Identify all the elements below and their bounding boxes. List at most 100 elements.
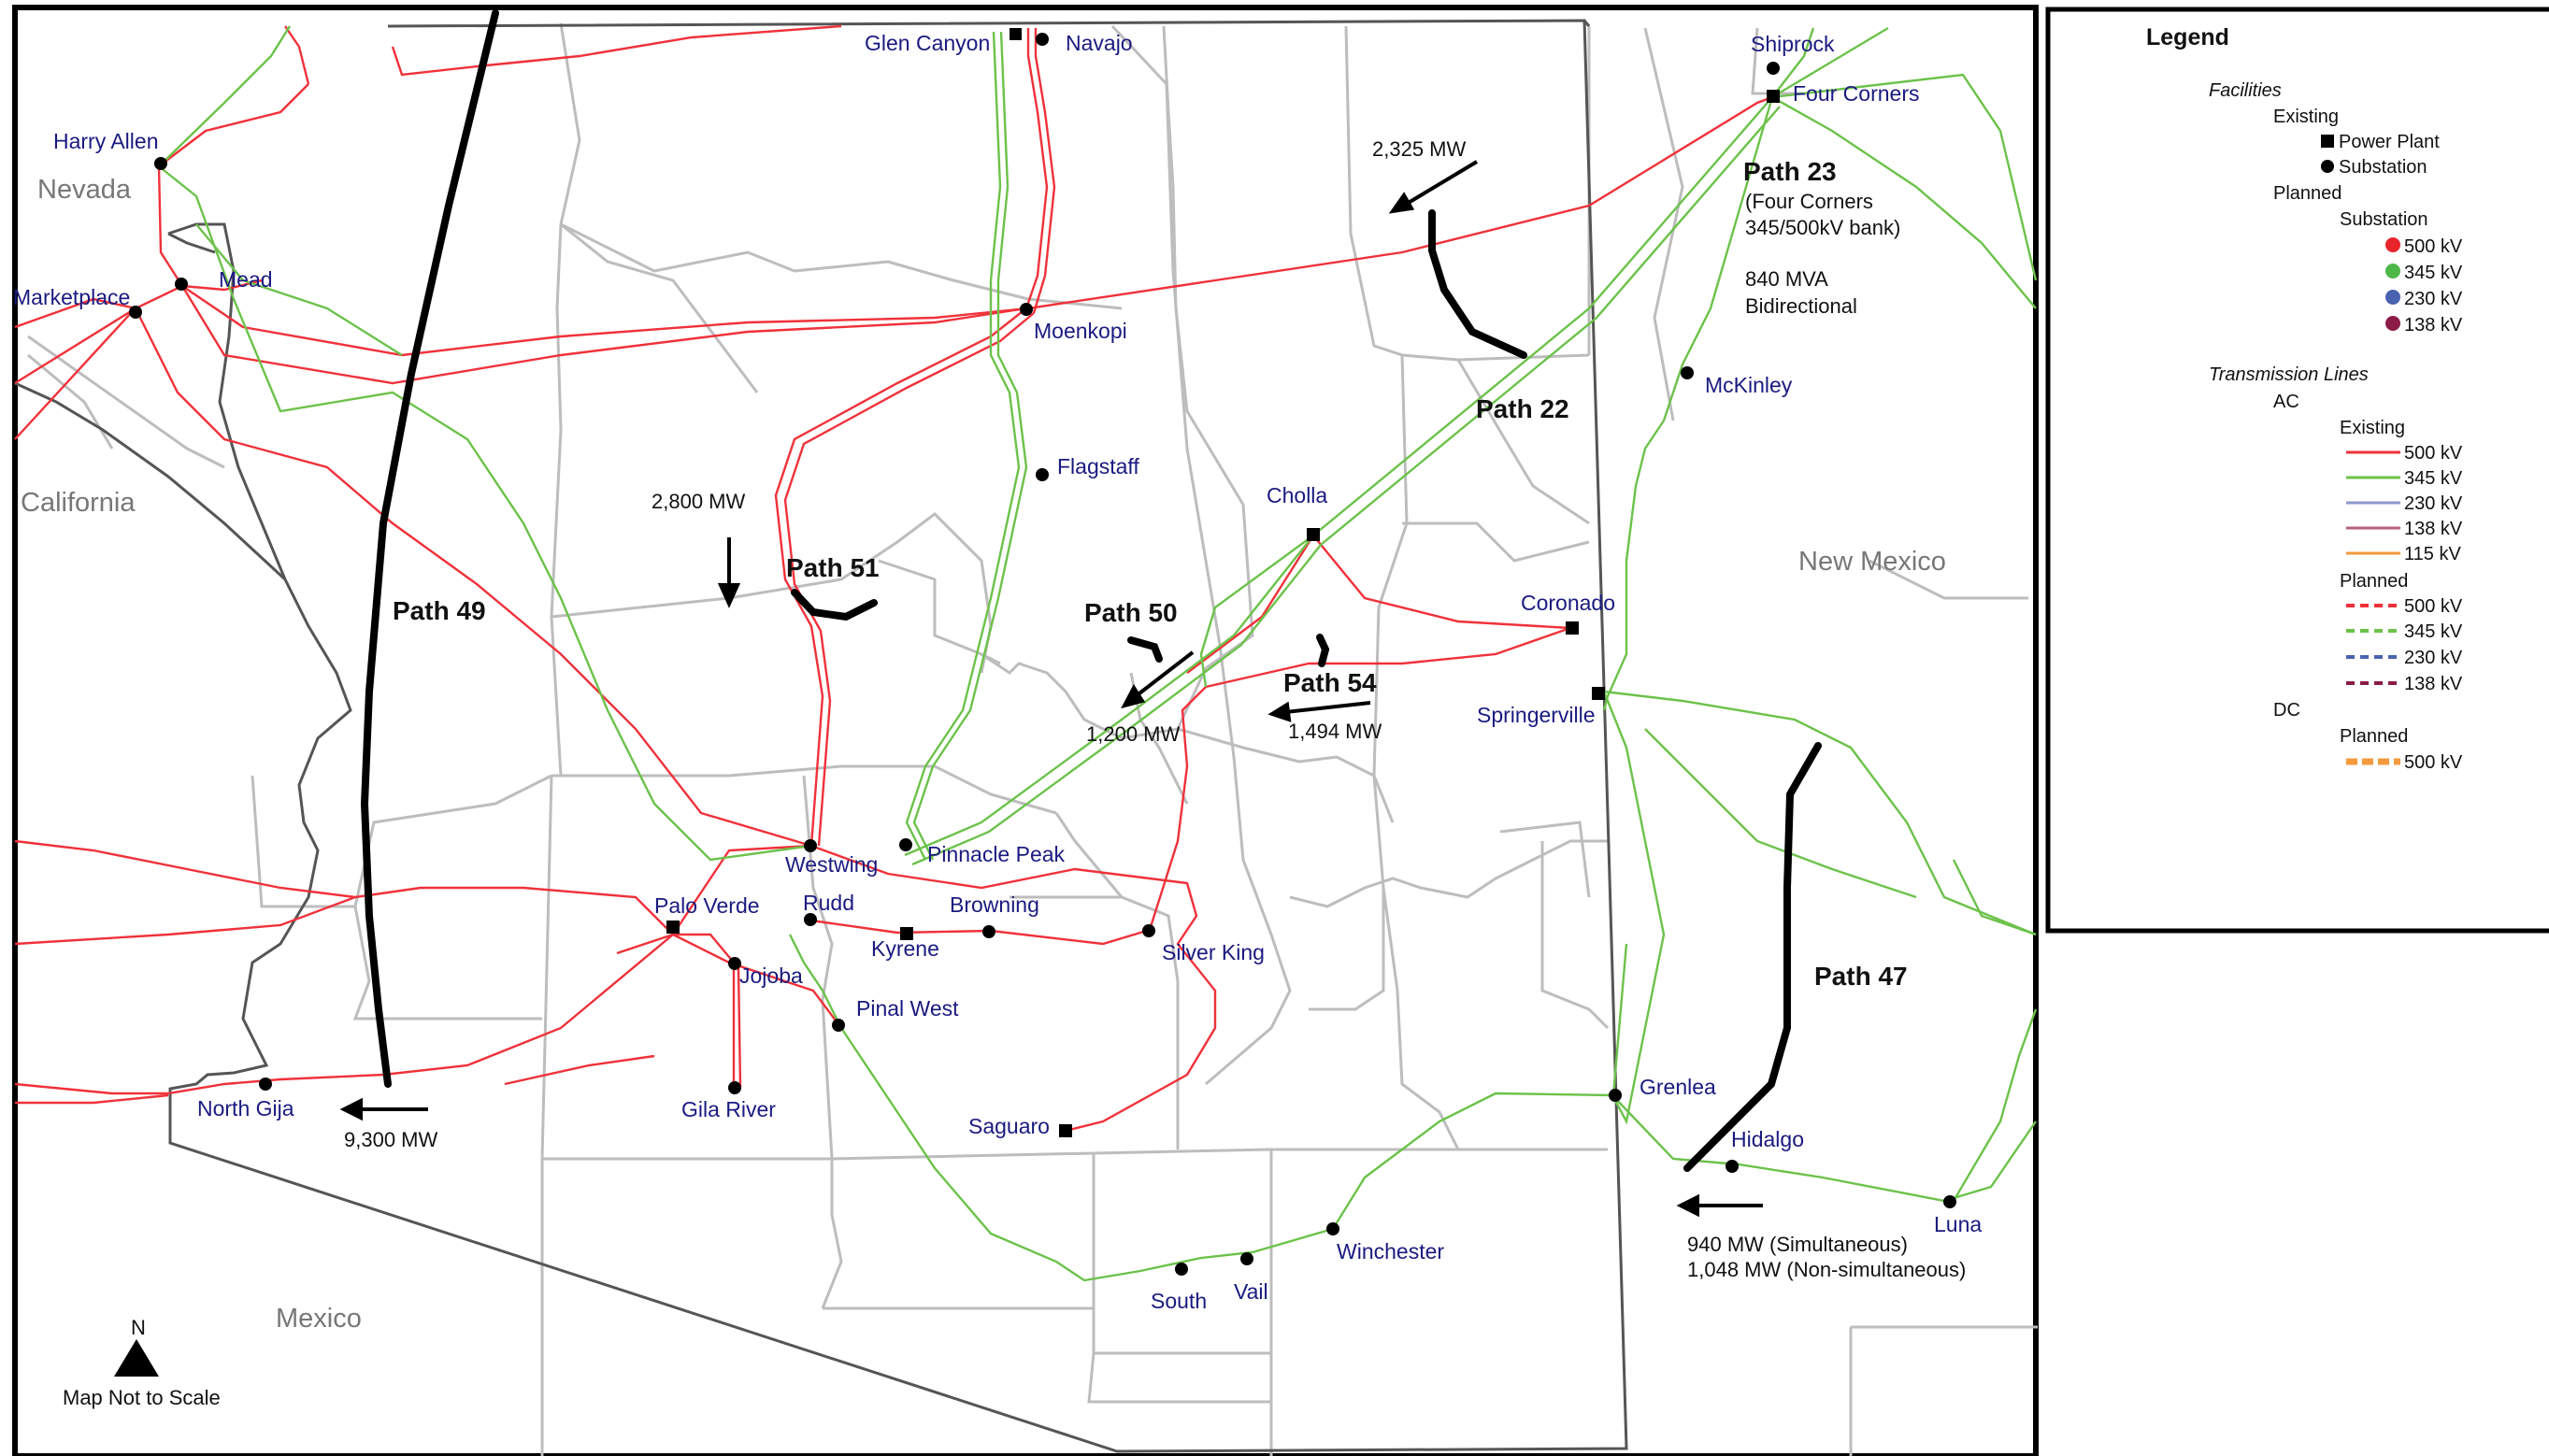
site-label: Flagstaff — [1057, 454, 1139, 478]
path-47-cut — [1683, 742, 1822, 1172]
site-label: Pinal West — [856, 996, 959, 1021]
site-label: Westwing — [785, 852, 878, 877]
state-label-mexico: Mexico — [276, 1304, 362, 1334]
plant-four-corners — [1767, 90, 1780, 103]
north-arrow: N Map Not to Scale — [63, 1316, 221, 1409]
north-arrow-icon — [114, 1339, 159, 1377]
legend-transmission-lines: Transmission Lines — [2209, 364, 2369, 385]
state-labels: Nevada California New Mexico Mexico — [21, 175, 1946, 1334]
planned-substation-dot — [2385, 264, 2400, 278]
site-label: Saguaro — [968, 1114, 1050, 1138]
site-label: Luna — [1934, 1212, 1982, 1236]
path-49-label: Path 49 — [393, 596, 486, 625]
path-54-flow: 1,494 MW — [1288, 720, 1382, 743]
legend-dc: DC — [2273, 700, 2300, 721]
path-23-detail: (Four Corners — [1745, 190, 1873, 213]
path-23-detail: 840 MVA — [1745, 267, 1828, 291]
substation-rudd — [804, 913, 817, 926]
substation-moenkopi — [1020, 303, 1033, 316]
path-cuts — [360, 9, 1822, 1172]
planned-line-label: 230 kV — [2404, 648, 2463, 668]
path-22-label: Path 22 — [1476, 394, 1569, 423]
state-label-california: California — [21, 488, 136, 518]
path-23-label: Path 23 — [1743, 157, 1837, 186]
site-label: Winchester — [1337, 1239, 1444, 1263]
path-23-detail: Bidirectional — [1745, 294, 1857, 318]
substation-jojoba — [728, 957, 741, 970]
site-label: Marketplace — [13, 285, 130, 309]
substation-luna — [1943, 1195, 1956, 1208]
path-50-cut — [1127, 636, 1163, 663]
path-51-flow: 2,800 MW — [652, 490, 745, 513]
site-label: Pinnacle Peak — [927, 842, 1066, 866]
legend-planned: Planned — [2273, 183, 2341, 204]
path-47-label: Path 47 — [1814, 962, 1908, 991]
legend-ac-existing: Existing — [2340, 418, 2405, 438]
plant-glen-canyon — [1010, 28, 1022, 40]
legend-ac: AC — [2273, 392, 2299, 412]
dc-line-label: 500 kV — [2404, 752, 2463, 773]
substation-navajo — [1036, 33, 1049, 46]
site-label: Gila River — [681, 1097, 776, 1121]
map-scale-note: Map Not to Scale — [63, 1386, 221, 1409]
site-label: Glen Canyon — [865, 31, 990, 55]
path-22-flow: 2,325 MW — [1372, 137, 1466, 161]
substation-winchester — [1326, 1222, 1339, 1235]
path-22-cut — [1428, 209, 1527, 359]
substation-mckinley — [1681, 366, 1694, 379]
substation-browning — [982, 925, 995, 938]
state-borders — [14, 19, 1628, 1453]
legend-power-plant: Power Plant — [2339, 132, 2440, 152]
planned-line-label: 138 kV — [2404, 674, 2463, 694]
legend-dc-planned: Planned — [2340, 726, 2408, 747]
legend-dc-lines: 500 kV — [2346, 752, 2463, 773]
site-label: Vail — [1234, 1279, 1268, 1304]
site-label: Silver King — [1162, 940, 1265, 964]
transmission-lines-345kv — [158, 25, 2038, 1282]
site-label: McKinley — [1705, 373, 1793, 397]
path-54-label: Path 54 — [1283, 668, 1377, 697]
path-51-cut — [791, 589, 878, 621]
path-47-flow: 1,048 MW (Non-simultaneous) — [1687, 1258, 1966, 1281]
plant-cholla — [1307, 528, 1320, 541]
planned-line-label: 500 kV — [2404, 596, 2463, 617]
planned-substation-label: 138 kV — [2404, 315, 2463, 335]
site-label: Mead — [219, 267, 273, 292]
existing-line-label: 115 kV — [2404, 544, 2461, 564]
planned-substation-dot — [2385, 237, 2400, 252]
substation-south — [1175, 1263, 1188, 1276]
substation-gila-river — [728, 1081, 741, 1094]
path-54-cut — [1316, 634, 1330, 667]
plant-kyrene — [900, 927, 913, 940]
legend-title: Legend — [2146, 24, 2229, 50]
site-label: North Gija — [197, 1096, 294, 1121]
path-labels: Path 49 9,300 MW Path 51 2,800 MW Path 5… — [344, 137, 1966, 1281]
legend-substation: Substation — [2339, 157, 2427, 178]
path-23-detail: 345/500kV bank) — [1745, 216, 1900, 239]
legend-substation-planned: Substation — [2340, 209, 2428, 230]
substation-harry-allen — [154, 157, 167, 170]
substation-north-gila — [259, 1078, 272, 1091]
planned-substation-label: 230 kV — [2404, 289, 2463, 309]
substation-silver-king — [1142, 924, 1155, 937]
site-label: Cholla — [1267, 483, 1327, 507]
legend-existing-lines: 500 kV 345 kV 230 kV 138 kV 115 kV — [2346, 443, 2463, 564]
site-label: Coronado — [1521, 591, 1615, 615]
planned-line-label: 345 kV — [2404, 621, 2463, 642]
state-label-new-mexico: New Mexico — [1798, 547, 1946, 577]
plant-saguaro — [1059, 1124, 1072, 1137]
legend-planned-substations: 500 kV 345 kV 230 kV 138 kV — [2385, 236, 2463, 335]
planned-substation-label: 345 kV — [2404, 263, 2463, 283]
site-label: Jojoba — [739, 964, 803, 988]
legend-ac-planned: Planned — [2340, 571, 2408, 592]
existing-line-label: 500 kV — [2404, 443, 2463, 464]
planned-substation-dot — [2385, 290, 2400, 305]
legend: Legend Facilities Existing Power Plant S… — [2045, 7, 2549, 934]
substation-pinnacle-peak — [899, 838, 912, 851]
substation-hidalgo — [1726, 1160, 1739, 1173]
flow-arrows — [339, 160, 1763, 1218]
substation-icon — [2321, 160, 2334, 173]
substation-westwing — [804, 839, 817, 852]
site-label: Harry Allen — [53, 129, 158, 153]
site-label: Rudd — [803, 891, 854, 915]
